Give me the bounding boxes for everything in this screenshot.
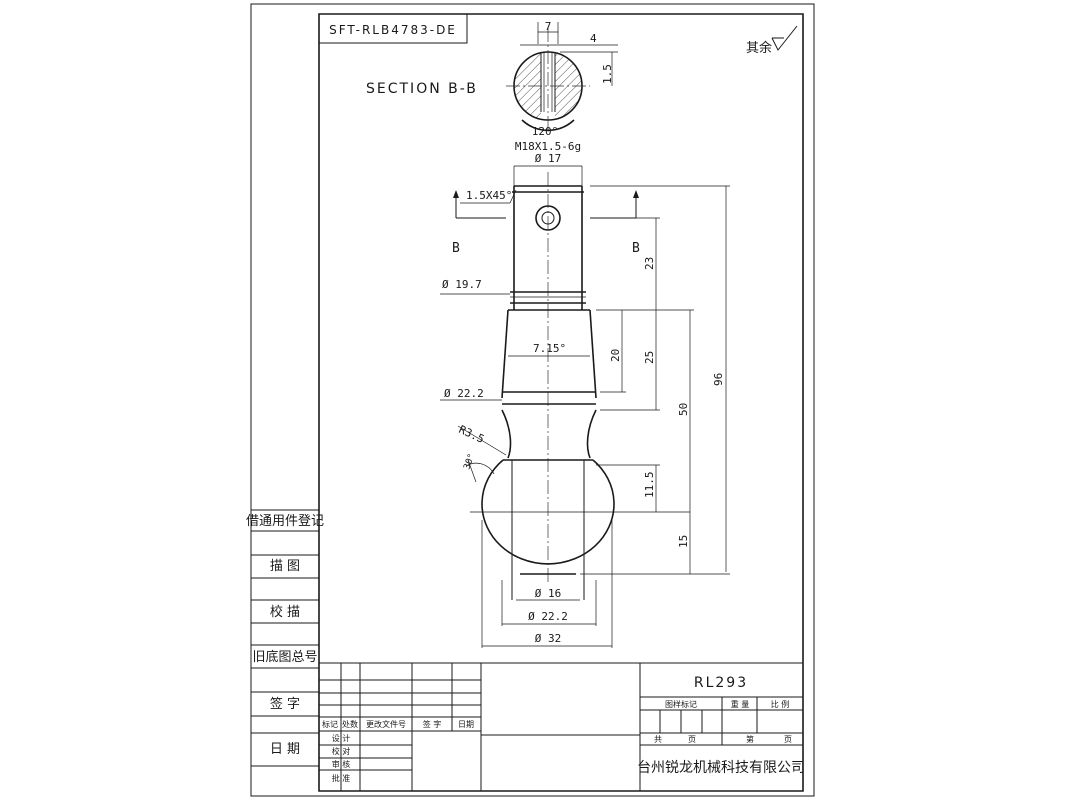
- dim-slot-depth: 1.5: [601, 64, 614, 84]
- scale-label: 比 例: [771, 699, 790, 709]
- dim-small-angle: 30°: [462, 452, 477, 471]
- total-label: 共: [654, 735, 662, 744]
- sheet-inner-border: [319, 14, 803, 791]
- revision-block: 标记 处数 更改文件号 签 字 日期 设 计 校 对 审 核 批 准: [319, 663, 481, 791]
- page-label-2: 页: [784, 735, 792, 744]
- strip-label-date: 日 期: [270, 742, 300, 757]
- sheet-outer-border: [251, 4, 814, 796]
- dim-len-11-5: 11.5: [643, 472, 656, 499]
- sheet-label: 第: [746, 734, 754, 744]
- weight-label: 重 量: [731, 699, 750, 709]
- strip-label-old-base: 旧底图总号: [252, 649, 317, 665]
- shaft-outline: [470, 172, 690, 600]
- slot-dimensions: 7 4 1.5 120° M18X1.5-6g Ø 17: [514, 20, 618, 186]
- left-signature-strip: 借通用件登记 描 图 校 描 旧底图总号 签 字 日 期: [246, 510, 324, 766]
- dim-dia-lower: Ø 22.2: [444, 387, 484, 400]
- surface-note: 其余: [746, 40, 772, 56]
- bottom-dimensions: Ø 16 Ø 22.2 Ø 32: [482, 520, 612, 648]
- dim-ball-32: Ø 32: [535, 632, 562, 645]
- drawing-mark-label: 图样标记: [665, 699, 697, 709]
- rev-header-sign: 签 字: [423, 719, 442, 729]
- dim-dia-mid: Ø 19.7: [442, 278, 482, 291]
- roughness-symbol: [772, 26, 797, 50]
- dim-len-23: 23: [643, 257, 656, 270]
- dim-slot-inner: 4: [590, 32, 597, 45]
- strip-label-trace: 描 图: [270, 559, 300, 574]
- dim-len-96: 96: [712, 373, 725, 386]
- dim-ball-22: Ø 22.2: [528, 610, 568, 623]
- company-name: 台州锐龙机械科技有限公司: [637, 760, 805, 776]
- rev-header-date: 日期: [458, 720, 474, 729]
- dim-thread: M18X1.5-6g: [515, 140, 581, 153]
- right-dimensions: 23 20 25 50 96 11.5 15: [580, 186, 730, 574]
- rev-role-design: 设 计: [332, 733, 351, 743]
- dim-len-25: 25: [643, 351, 656, 364]
- title-block: RL293 图样标记 重 量 比 例 共 页 第 页 台州锐龙机械科技有限公司: [637, 663, 805, 791]
- rev-role-check: 校 对: [332, 746, 351, 756]
- dim-taper: 7.15°: [533, 342, 566, 355]
- dim-len-15: 15: [677, 535, 690, 548]
- section-mark-left: B: [452, 241, 460, 256]
- dim-top-dia: Ø 17: [535, 152, 562, 165]
- dim-radius: R3.5: [457, 423, 487, 446]
- rev-header-count: 处数: [342, 719, 358, 729]
- left-dimensions: 1.5X45° Ø 19.7 7.15° Ø 22.2 R3.5 30°: [440, 189, 590, 482]
- dim-angle: 120°: [532, 125, 559, 138]
- part-code: SFT-RLB4783-DE: [329, 23, 457, 37]
- section-title: SECTION B-B: [366, 81, 478, 97]
- dim-slot-width: 7: [545, 20, 552, 33]
- section-mark-right: B: [632, 241, 640, 256]
- dim-chamfer: 1.5X45°: [466, 189, 512, 202]
- strip-label-check-trace: 校 描: [270, 604, 300, 620]
- rev-header-docno: 更改文件号: [366, 719, 406, 729]
- section-view: [506, 28, 590, 130]
- rev-header-mark: 标记: [322, 719, 338, 729]
- dim-len-20: 20: [609, 349, 622, 362]
- rev-role-review: 审 核: [332, 759, 351, 769]
- part-code-box: [319, 14, 467, 43]
- rev-role-approve: 批 准: [332, 773, 351, 783]
- strip-label-signature: 签 字: [270, 696, 300, 712]
- strip-label-register: 借通用件登记: [246, 514, 324, 529]
- dim-ball-16: Ø 16: [535, 587, 562, 600]
- dim-len-50: 50: [677, 403, 690, 416]
- page-label-1: 页: [688, 735, 696, 744]
- part-number: RL293: [694, 675, 748, 691]
